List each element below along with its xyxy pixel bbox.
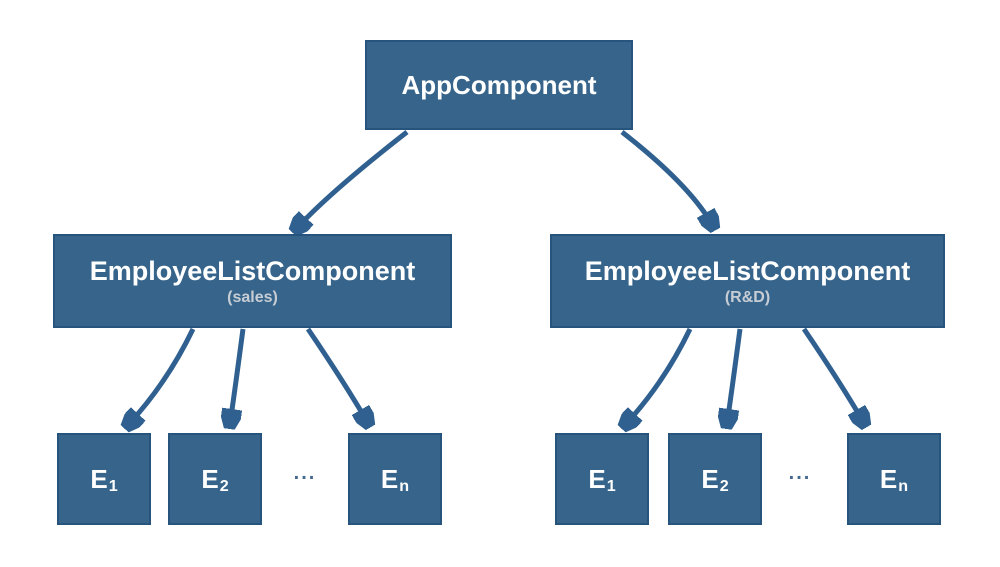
employee-box-sales-e2: E2 [168, 433, 262, 525]
arrow-sales-to-e1 [128, 327, 196, 425]
employee-box-rnd-e2: E2 [668, 433, 762, 525]
employee-list-rnd-box: EmployeeListComponent (R&D) [550, 234, 945, 328]
employee-list-rnd-subtitle: (R&D) [724, 288, 771, 306]
ellipsis-rnd: ... [788, 462, 812, 484]
employee-label: En [879, 463, 909, 496]
arrow-app-to-sales-list [296, 130, 409, 229]
employee-label: E1 [588, 463, 616, 496]
employee-list-sales-subtitle: (sales) [227, 288, 278, 306]
arrow-sales-to-en [305, 327, 368, 423]
arrow-rnd-to-en [801, 327, 864, 423]
employee-list-sales-box: EmployeeListComponent (sales) [53, 234, 452, 328]
employee-label: E2 [701, 463, 729, 496]
arrow-rnd-to-e1 [625, 327, 693, 425]
employee-label: E1 [90, 463, 118, 496]
employee-box-sales-en: En [348, 433, 442, 525]
arrow-sales-to-e2 [230, 328, 246, 424]
employee-list-sales-title: EmployeeListComponent [89, 256, 416, 287]
employee-label: En [380, 463, 410, 496]
arrow-app-to-rnd-list [620, 130, 713, 226]
app-component-box: AppComponent [365, 40, 633, 130]
employee-box-rnd-e1: E1 [555, 433, 649, 525]
employee-box-sales-e1: E1 [57, 433, 151, 525]
employee-list-rnd-title: EmployeeListComponent [584, 256, 911, 287]
ellipsis-sales: ... [293, 462, 317, 484]
employee-label: E2 [201, 463, 229, 496]
app-component-label: AppComponent [401, 69, 597, 100]
employee-box-rnd-en: En [847, 433, 941, 525]
arrow-rnd-to-e2 [727, 328, 743, 424]
